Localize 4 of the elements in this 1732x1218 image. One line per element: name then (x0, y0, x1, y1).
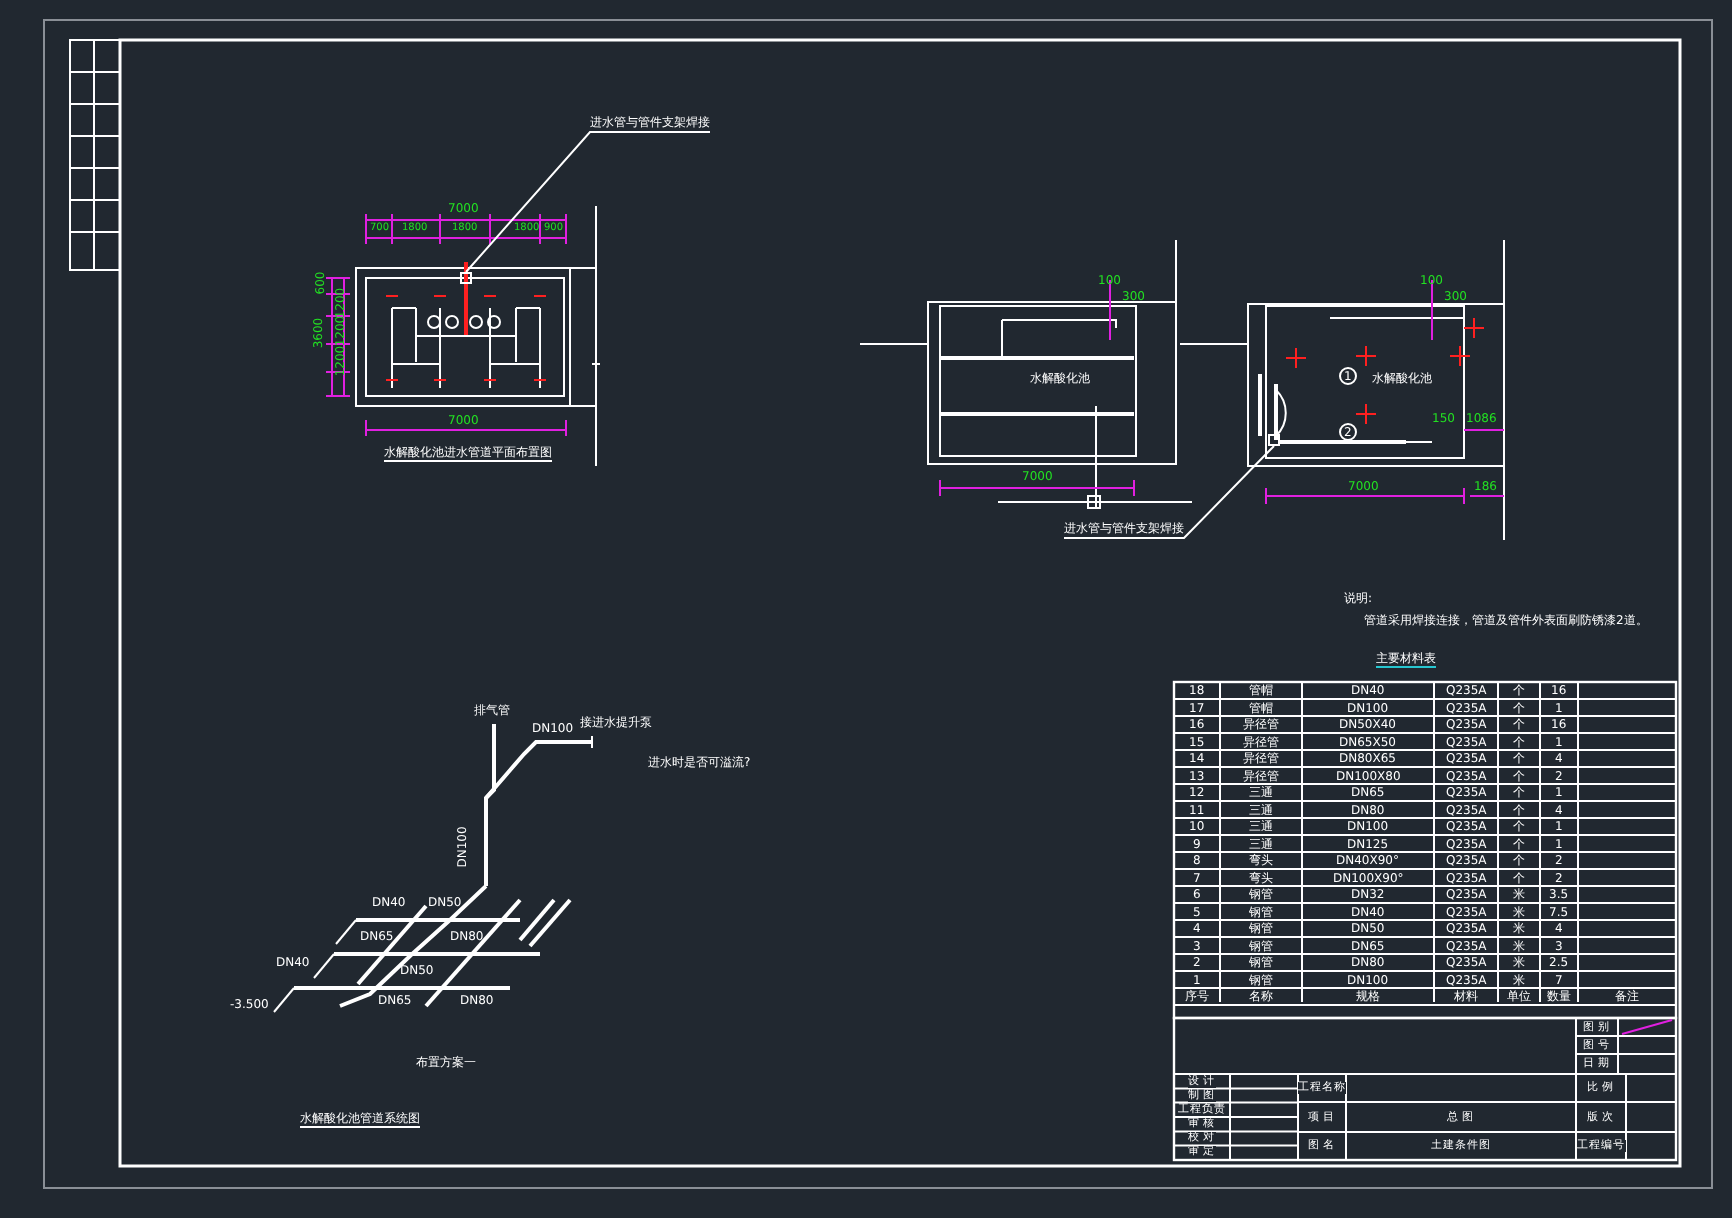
pipe-support (1268, 434, 1280, 446)
leader-line (465, 131, 711, 273)
pipe-support (460, 272, 472, 284)
leader-line (1063, 445, 1275, 539)
